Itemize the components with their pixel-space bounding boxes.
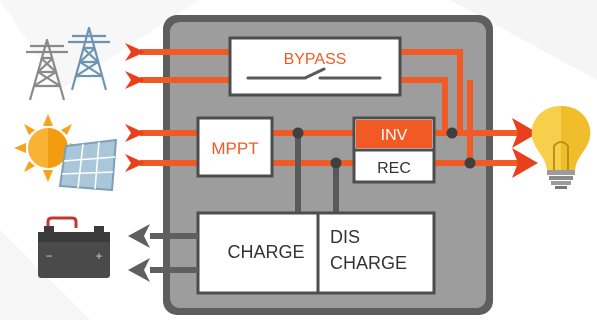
solar-arrow-2 — [125, 154, 145, 172]
bypass-switch-icon — [246, 67, 382, 80]
grid-arrow-2 — [125, 71, 145, 89]
junction-dots — [292, 127, 476, 169]
battery-negative-label: − — [45, 249, 52, 263]
output-arrow-heads — [512, 118, 538, 178]
discharge-label-line1: DIS — [330, 227, 360, 247]
inverter-rectifier-box: INV REC — [352, 116, 436, 184]
solar-arrow-1 — [125, 124, 145, 142]
power-tower-icon — [26, 26, 110, 101]
inv-label: INV — [381, 127, 408, 144]
mppt-label: MPPT — [211, 139, 258, 158]
grid-arrow-1 — [125, 43, 145, 61]
battery-icon: − + — [38, 216, 110, 278]
discharge-label-line2: CHARGE — [330, 253, 407, 273]
load-arrow-1 — [512, 118, 538, 148]
mppt-box: MPPT — [196, 116, 274, 178]
light-bulb-icon — [531, 106, 591, 189]
bypass-box: BYPASS — [228, 36, 402, 97]
inv-section — [356, 120, 432, 148]
battery-arrows — [128, 224, 198, 282]
charge-bus-connectors — [295, 133, 339, 214]
rec-label: REC — [377, 160, 411, 177]
input-arrow-heads — [125, 43, 145, 172]
solar-panel — [58, 138, 118, 192]
load-arrow-2 — [512, 148, 538, 178]
solar-panel-sun-icon — [14, 114, 118, 192]
charge-label: CHARGE — [227, 242, 304, 262]
charge-discharge-box: CHARGE DIS CHARGE — [196, 211, 436, 295]
battery-positive-label: + — [95, 249, 102, 263]
bypass-label: BYPASS — [284, 51, 347, 68]
